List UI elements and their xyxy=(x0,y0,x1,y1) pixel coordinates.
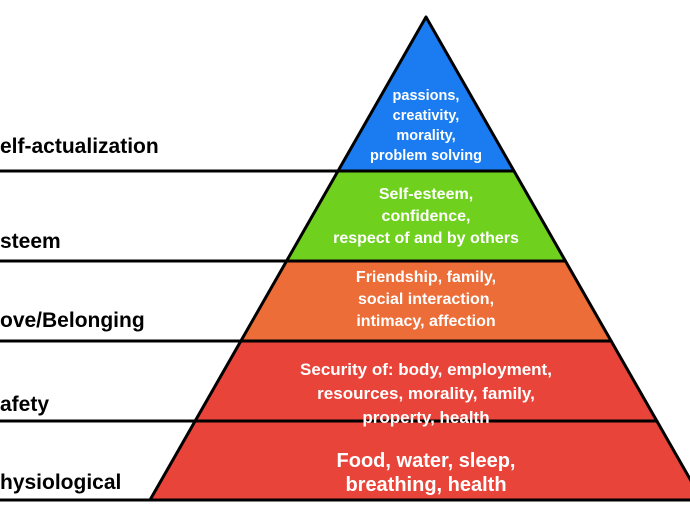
tier-text-safety: Security of: body, employment, resources… xyxy=(300,360,552,427)
tier-text-belonging: Friendship, family, social interaction, … xyxy=(355,269,497,330)
tier-label-belonging: ove/Belonging xyxy=(0,309,145,332)
tier-label-esteem: steem xyxy=(0,230,61,253)
tier-label-physiological: hysiological xyxy=(0,471,122,494)
tier-physiological-block xyxy=(148,419,690,502)
tier-text-physiological: Food, water, sleep, breathing, health xyxy=(336,450,516,496)
tier-label-safety: afety xyxy=(0,393,50,416)
tier-label-self-actualization: elf-actualization xyxy=(0,135,159,158)
tier-text-esteem: Self-esteem, confidence, respect of and … xyxy=(333,186,519,247)
tier-text-self-actualization: passions, creativity, morality, problem … xyxy=(370,88,482,164)
